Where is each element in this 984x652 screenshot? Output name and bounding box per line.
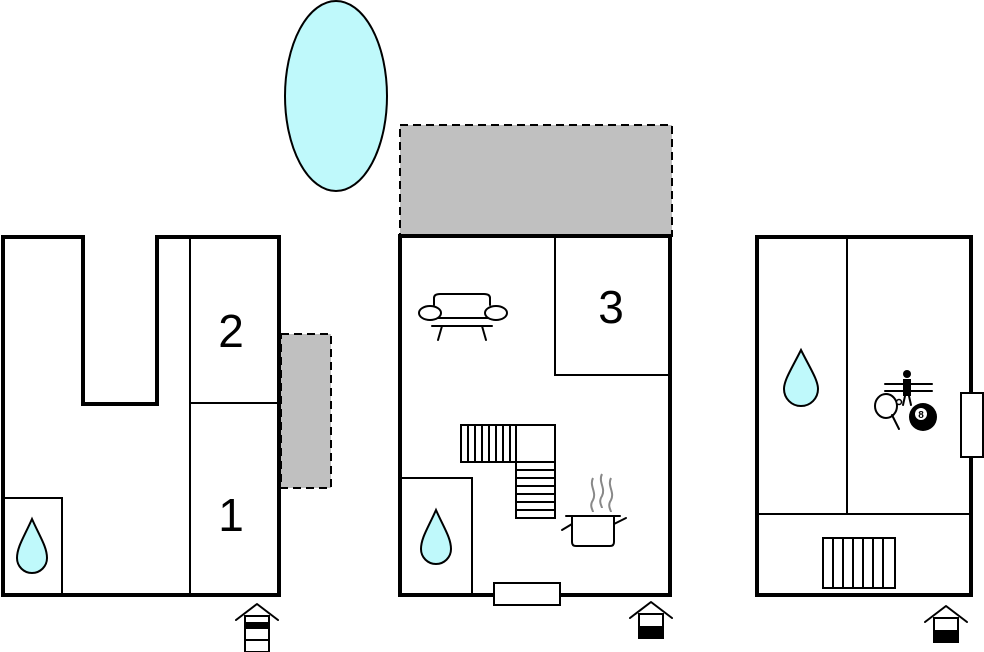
room-number-3: 3 bbox=[598, 281, 624, 333]
foosball-icon bbox=[884, 370, 933, 406]
room-3-outline bbox=[554, 236, 670, 376]
room-number-2: 2 bbox=[218, 305, 244, 357]
pool-icon bbox=[284, 0, 388, 192]
floor-right: 8 bbox=[755, 235, 984, 643]
floor-left: 2 1 bbox=[1, 235, 281, 652]
window bbox=[960, 392, 984, 458]
entrance-icon bbox=[629, 601, 673, 639]
radiator-icon bbox=[822, 537, 896, 589]
bathroom-icon bbox=[419, 507, 453, 565]
room-number-1: 1 bbox=[218, 489, 244, 541]
floor-middle: 3 bbox=[398, 234, 673, 639]
ping-pong-icon bbox=[874, 393, 903, 430]
bathroom-icon bbox=[782, 347, 820, 407]
billiard-ball-number: 8 bbox=[918, 410, 924, 421]
stairs-icon bbox=[460, 424, 556, 519]
entrance-icon bbox=[235, 603, 279, 652]
window bbox=[493, 582, 561, 606]
kitchen-icon bbox=[561, 473, 627, 547]
sofa-icon bbox=[418, 293, 508, 341]
billiard-icon: 8 bbox=[909, 403, 937, 431]
terrace-top bbox=[399, 124, 673, 237]
bathroom-outline bbox=[400, 477, 473, 595]
floor-left-outline bbox=[1, 235, 281, 597]
entrance-icon bbox=[924, 605, 968, 643]
bathroom-icon bbox=[15, 516, 49, 574]
bathroom-outline bbox=[3, 497, 63, 595]
terrace-side bbox=[280, 333, 332, 489]
